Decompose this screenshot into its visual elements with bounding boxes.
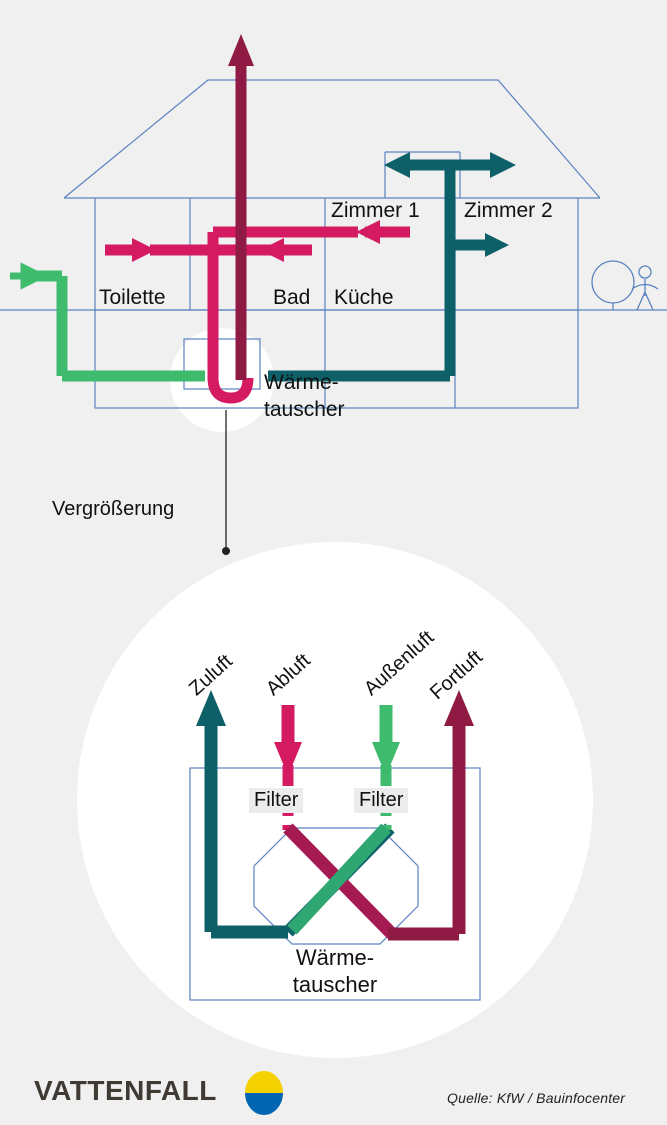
- arrow-abluft-toilette: [105, 238, 156, 262]
- callout-label: Vergrößerung: [52, 498, 175, 520]
- heat-exchanger-label-detail-line2: tauscher: [292, 972, 378, 997]
- pipe-fortluft-house: [228, 34, 254, 380]
- tree-icon: [591, 260, 635, 310]
- person-icon: [631, 265, 659, 311]
- arrow-abluft-bad: [260, 238, 312, 262]
- house-outline: [0, 79, 667, 409]
- filter-label-abluft: Filter: [249, 788, 304, 814]
- arrow-abluft-kueche: [356, 220, 410, 244]
- callout-line: [222, 410, 230, 555]
- room-label-bad: Bad: [273, 286, 311, 309]
- arrow-zuluft-kueche: [450, 233, 509, 257]
- vattenfall-logo-icon: [245, 1071, 283, 1115]
- room-label-kueche: Küche: [334, 286, 394, 309]
- heat-exchanger-label-house-line2: tauscher: [264, 398, 345, 421]
- detail-octagon-core: [253, 827, 419, 945]
- room-label-toilette: Toilette: [99, 286, 166, 309]
- vattenfall-wordmark: VATTENFALL: [34, 1075, 217, 1106]
- source-credit: Quelle: KfW / Bauinfocenter: [447, 1090, 626, 1106]
- heat-exchanger-box-house: [183, 338, 261, 390]
- arrow-zuluft-attic: [384, 152, 516, 178]
- room-label-zimmer2: Zimmer 2: [464, 199, 553, 222]
- pipe-zuluft-house: [268, 165, 456, 382]
- filter-label-aussenluft: Filter: [354, 788, 409, 814]
- heat-exchanger-label-detail-line1: Wärme-: [295, 945, 375, 970]
- flow-fortluft: [388, 690, 474, 941]
- heat-exchanger-label-house-line1: Wärme-: [264, 371, 339, 394]
- detail-unit-box: [189, 767, 481, 1001]
- room-label-zimmer1: Zimmer 1: [331, 199, 420, 222]
